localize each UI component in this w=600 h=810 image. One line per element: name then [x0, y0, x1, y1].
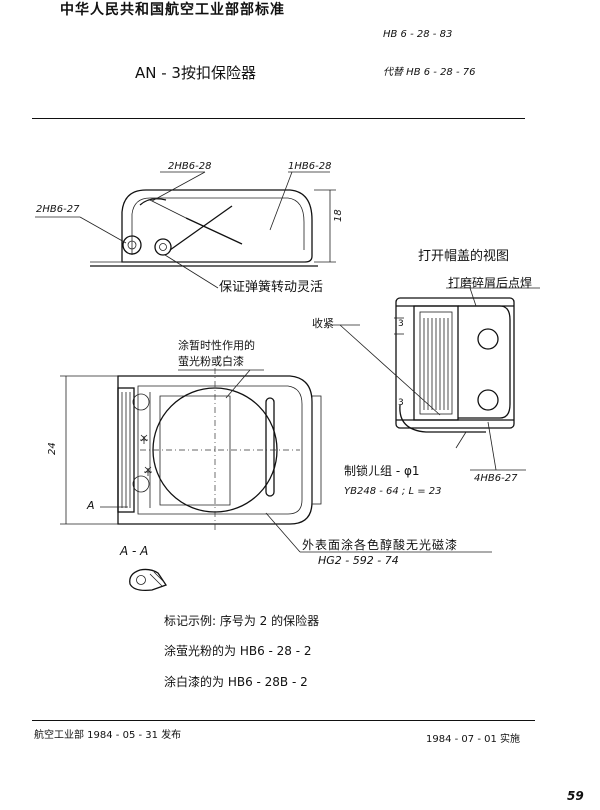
note-line-3: 涂白漆的为 HB6 - 28B - 2 — [164, 675, 308, 689]
tighten-label: 收紧 — [312, 317, 334, 330]
callout-1hb6-28: 1HB6-28 — [288, 161, 332, 172]
callout-2hb6-27: 2HB6-27 — [36, 204, 80, 215]
dimension-18: 18 — [333, 209, 344, 222]
open-view-dim-b: 3 — [398, 398, 404, 408]
open-view-dim-a: 3 — [398, 319, 404, 329]
callout-2hb6-28: 2HB6-28 — [168, 161, 212, 172]
section-cut-mark: A — [87, 499, 95, 512]
dimension-24: 24 — [47, 442, 58, 455]
paint-note: 外表面涂各色醇酸无光磁漆 — [302, 538, 459, 552]
wire-spec: YB248 - 64 ; L = 23 — [344, 486, 442, 497]
coating-note-line2: 萤光粉或白漆 — [178, 355, 244, 368]
issued-date: 航空工业部 1984 - 05 - 31 发布 — [34, 730, 182, 741]
standard-number: HB 6 - 28 - 83 — [383, 29, 453, 40]
effective-date: 1984 - 07 - 01 实施 — [426, 734, 521, 745]
coating-note-line1: 涂暂时性作用的 — [178, 339, 255, 352]
replaces-standard: 代替 HB 6 - 28 - 76 — [383, 67, 476, 78]
open-view-title: 打开帽盖的视图 — [418, 249, 510, 264]
document-title: AN - 3按扣保险器 — [135, 64, 256, 82]
note-line-1: 标记示例: 序号为 2 的保险器 — [164, 614, 320, 628]
section-aa — [129, 568, 168, 592]
top-view — [35, 171, 336, 289]
footer-rule — [32, 720, 535, 721]
front-view — [60, 368, 492, 553]
paint-spec: HG2 - 592 - 74 — [318, 554, 399, 567]
spring-note: 保证弹簧转动灵活 — [219, 280, 324, 295]
note-line-2: 涂萤光粉的为 HB6 - 28 - 2 — [164, 644, 312, 658]
page-number: 59 — [567, 789, 584, 803]
wire-label: 制锁ㄦ组 - φ1 — [344, 464, 420, 478]
org-title: 中华人民共和国航空工业部部标准 — [60, 2, 285, 18]
header-rule — [32, 118, 525, 119]
open-view — [330, 287, 540, 471]
section-label: A - A — [120, 544, 149, 558]
callout-4hb6-27: 4HB6-27 — [474, 473, 518, 484]
weld-note: 打磨碎屑后点焊 — [448, 276, 533, 290]
